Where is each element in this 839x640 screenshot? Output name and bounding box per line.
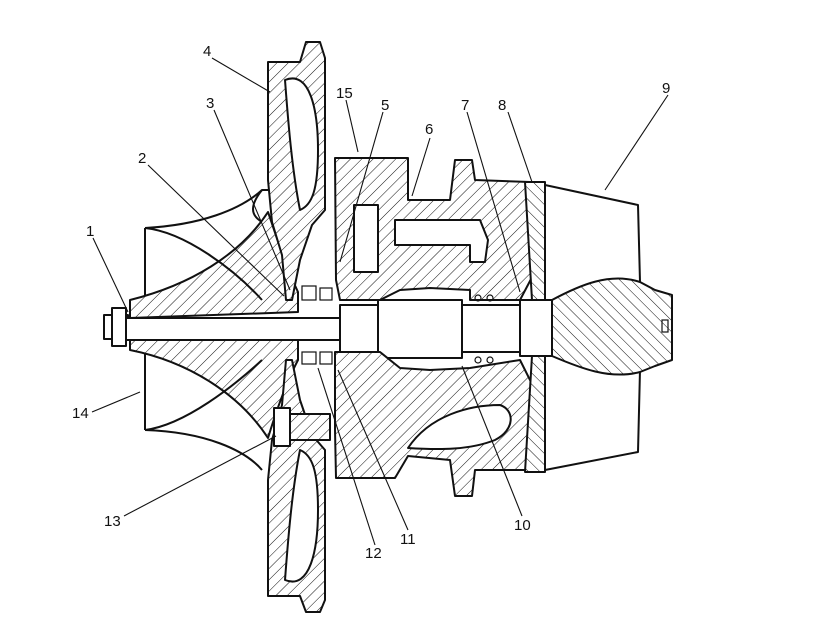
callout-11: 11 [400, 531, 416, 548]
turbine-backplate [524, 181, 546, 473]
callout-13: 13 [104, 513, 121, 530]
callout-4: 4 [203, 43, 211, 60]
callout-1: 1 [86, 223, 94, 240]
callout-8: 8 [498, 97, 506, 114]
callout-14: 14 [72, 405, 89, 422]
shaft-assembly [103, 299, 553, 359]
callout-2: 2 [138, 150, 146, 167]
mounting-bolt [273, 407, 331, 447]
callout-9: 9 [662, 80, 670, 97]
leader-lines [91, 57, 669, 546]
callout-6: 6 [425, 121, 433, 138]
callout-7: 7 [461, 97, 469, 114]
seal-details [301, 285, 494, 365]
turbine-wheel [544, 184, 673, 471]
callout-labels: 1 2 3 4 5 6 7 8 9 10 11 12 13 14 15 [72, 43, 670, 562]
callout-12: 12 [365, 545, 382, 562]
shaft [125, 317, 341, 341]
callout-10: 10 [514, 517, 531, 534]
callout-3: 3 [206, 95, 214, 112]
callout-5: 5 [381, 97, 389, 114]
callout-15: 15 [336, 85, 353, 102]
